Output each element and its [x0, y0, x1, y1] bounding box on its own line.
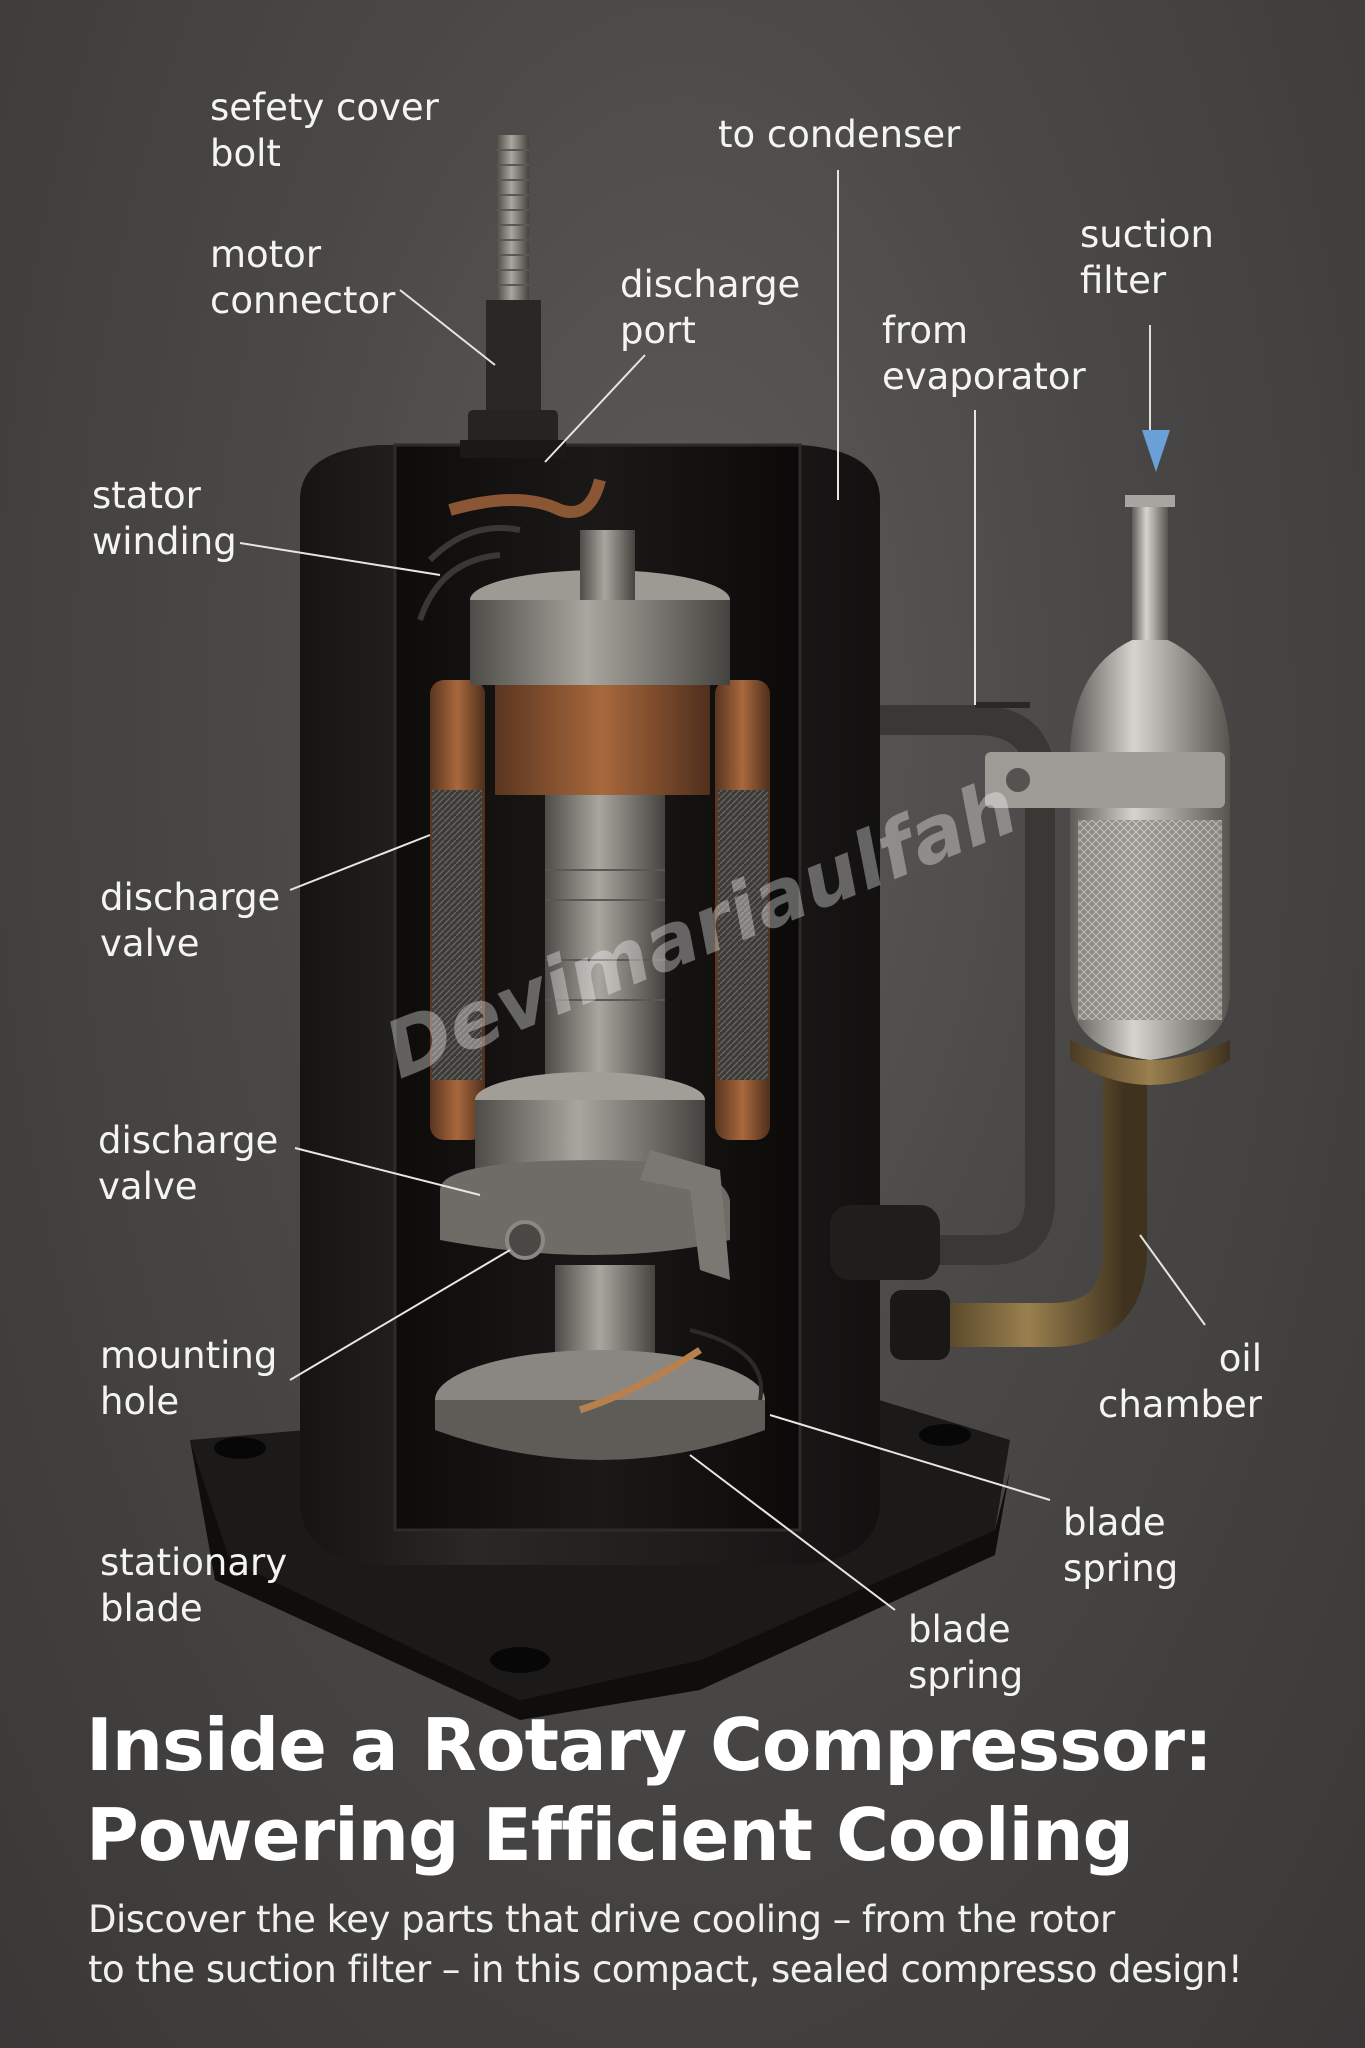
- safety-cover-bolt: [460, 135, 566, 458]
- page-subtitle: Discover the key parts that drive coolin…: [88, 1898, 1243, 1991]
- lower-bearing: [435, 1265, 765, 1460]
- leader-lines: [239, 170, 1206, 1611]
- compression-cylinder: [440, 1072, 730, 1280]
- stator-winding: [430, 680, 770, 1140]
- discharge-tubes: [417, 478, 606, 621]
- suction-filter: [985, 325, 1230, 1085]
- page-title: Inside a Rotary Compressor:Powering Effi…: [86, 1703, 1213, 1877]
- label-to-condenser: to condenser: [718, 113, 961, 156]
